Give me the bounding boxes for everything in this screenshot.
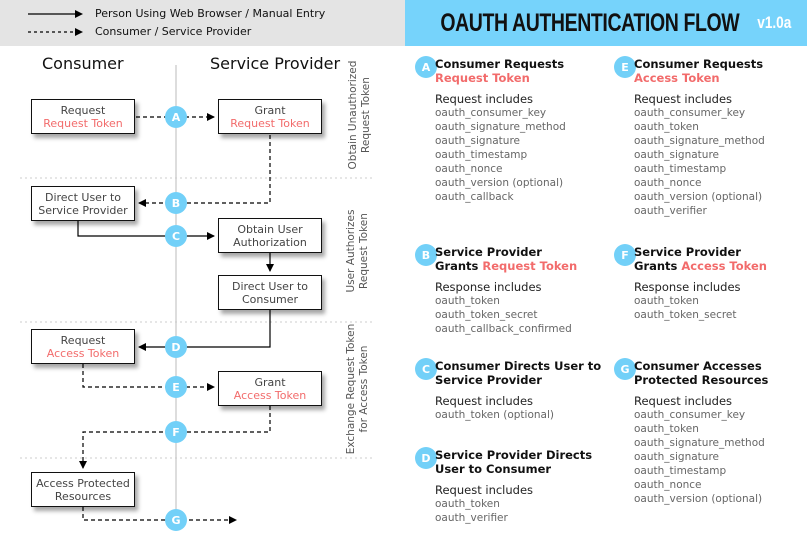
parameter-item: oauth_consumer_key <box>435 107 547 119</box>
parameter-item: oauth_token <box>634 121 699 133</box>
parameter-list: oauth_token oauth_token_secret <box>634 294 737 322</box>
parameter-item: oauth_token <box>435 498 500 510</box>
legend-solid-label: Person Using Web Browser / Manual Entry <box>95 7 326 20</box>
parameter-item: oauth_token_secret <box>435 309 538 321</box>
parameter-list: oauth_token oauth_verifier <box>435 497 508 525</box>
parameter-list: oauth_token oauth_token_secret oauth_callb… <box>435 294 572 336</box>
parameter-item: oauth_nonce <box>634 177 702 189</box>
step-marker: B <box>415 244 437 266</box>
legend: Person Using Web Browser / Manual Entry … <box>0 0 405 46</box>
step-subheading: Request includes <box>435 394 534 408</box>
flow-lines <box>20 65 372 530</box>
parameter-item: oauth_signature_method <box>634 135 765 147</box>
parameter-item: oauth_version (optional) <box>634 493 763 505</box>
parameter-item: oauth_verifier <box>634 205 707 217</box>
parameter-item: oauth_callback <box>435 191 514 203</box>
parameter-item: oauth_verifier <box>435 512 508 524</box>
legend-arrows <box>28 10 83 36</box>
parameter-item: oauth_signature <box>634 451 719 463</box>
provider-heading: Service Provider <box>210 54 341 73</box>
parameter-item: oauth_timestamp <box>634 465 727 477</box>
step-marker: A <box>415 56 437 78</box>
parameter-item: oauth_signature <box>435 135 520 147</box>
title-banner: OAUTH AUTHENTICATION FLOW v1.0a <box>405 0 807 46</box>
parameter-item: oauth_token_secret <box>634 309 737 321</box>
parameter-item: oauth_token <box>634 423 699 435</box>
parameter-list: oauth_token (optional) <box>435 408 554 422</box>
parameter-item: oauth_version (optional) <box>435 177 564 189</box>
step-marker: G <box>614 358 636 380</box>
step-c-marker: C <box>165 225 187 247</box>
parameter-item: oauth_version (optional) <box>634 191 763 203</box>
step-subheading: Response includes <box>435 280 542 294</box>
parameter-item: oauth_token <box>435 295 500 307</box>
step-a-marker: A <box>165 106 187 128</box>
step-subheading: Request includes <box>435 92 534 106</box>
parameter-item: oauth_signature_method <box>435 121 566 133</box>
page-title: OAUTH AUTHENTICATION FLOW <box>440 8 740 37</box>
step-d-marker: D <box>165 336 187 358</box>
step-marker: D <box>415 447 437 469</box>
parameter-item: oauth_token (optional) <box>435 409 554 421</box>
consumer-heading: Consumer <box>42 54 124 73</box>
parameter-item: oauth_consumer_key <box>634 107 746 119</box>
step-e-marker: E <box>165 376 187 398</box>
step-subheading: Request includes <box>435 483 534 497</box>
step-f-marker: F <box>165 421 187 443</box>
step-subheading: Request includes <box>634 394 733 408</box>
parameter-item: oauth_nonce <box>634 479 702 491</box>
parameter-list: oauth_consumer_key oauth_signature_method… <box>435 106 566 204</box>
parameter-item: oauth_token <box>634 295 699 307</box>
legend-dashed-label: Consumer / Service Provider <box>95 25 252 38</box>
parameter-list: oauth_consumer_key oauth_token oauth_signa… <box>634 106 765 218</box>
step-subheading: Response includes <box>634 280 741 294</box>
parameter-item: oauth_timestamp <box>435 149 528 161</box>
parameter-item: oauth_callback_confirmed <box>435 323 572 335</box>
parameter-item: oauth_signature_method <box>634 437 765 449</box>
parameter-item: oauth_timestamp <box>634 163 727 175</box>
step-marker: E <box>614 56 636 78</box>
parameter-item: oauth_nonce <box>435 163 503 175</box>
parameter-list: oauth_consumer_key oauth_token oauth_signa… <box>634 408 765 506</box>
step-b-marker: B <box>165 192 187 214</box>
version-label: v1.0a <box>757 13 792 32</box>
parameter-item: oauth_signature <box>634 149 719 161</box>
step-marker: F <box>614 244 636 266</box>
parameter-item: oauth_consumer_key <box>634 409 746 421</box>
step-g-marker: G <box>165 509 187 531</box>
step-subheading: Request includes <box>634 92 733 106</box>
step-marker: C <box>415 358 437 380</box>
